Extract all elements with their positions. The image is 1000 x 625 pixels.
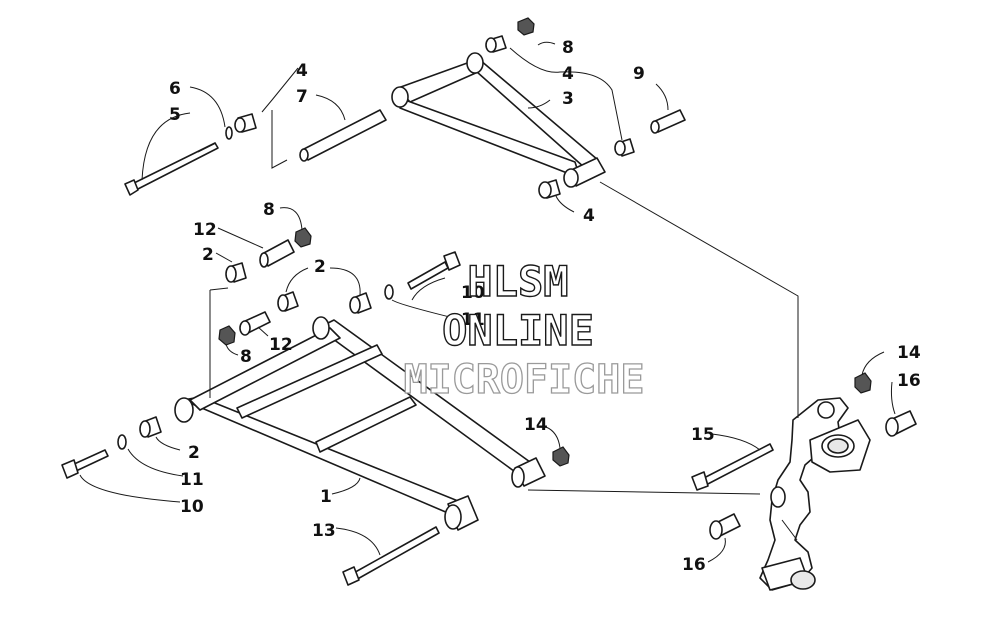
watermark: HLSM ONLINE MICROFICHE [403, 256, 645, 403]
callout-15: 15 [691, 425, 715, 445]
callout-11-lower: 11 [180, 470, 204, 490]
steering-knuckle [759, 397, 871, 591]
lower-hardware [61, 227, 570, 586]
callout-12-upper: 12 [193, 220, 217, 240]
callout-7: 7 [296, 87, 308, 107]
watermark-online: ONLINE [442, 306, 594, 355]
callout-5: 5 [169, 105, 181, 125]
callout-3: 3 [562, 89, 574, 109]
callout-8-lower: 8 [240, 347, 252, 367]
callout-4-lower-right: 4 [583, 206, 595, 226]
callout-2-mid: 2 [314, 257, 326, 277]
assembly-lines [527, 181, 799, 495]
callout-16-lower: 16 [682, 555, 706, 575]
upper-bushings [124, 17, 686, 199]
callout-leaders [79, 41, 896, 563]
callout-13: 13 [312, 521, 336, 541]
callout-labels: 8 4 9 3 4 4 7 6 5 8 12 2 2 10 11 12 8 2 … [169, 38, 921, 575]
callout-4-upper-left: 4 [296, 61, 308, 81]
callout-2-lower: 2 [188, 443, 200, 463]
callout-2-upper: 2 [202, 245, 214, 265]
callout-10-lower: 10 [180, 497, 204, 517]
callout-10-upper: 10 [461, 283, 485, 303]
callout-16-upper: 16 [897, 371, 921, 391]
callout-14-lower: 14 [524, 415, 548, 435]
callout-9: 9 [633, 64, 645, 84]
watermark-hlsm: HLSM [467, 257, 568, 306]
lower-a-arm [174, 316, 546, 531]
knuckle-hardware [691, 372, 917, 540]
callout-8-upper: 8 [562, 38, 574, 58]
watermark-microfiche: MICROFICHE [404, 357, 645, 403]
callout-1: 1 [320, 487, 332, 507]
callout-12-lower: 12 [269, 335, 293, 355]
callout-8-mid: 8 [263, 200, 275, 220]
callout-6: 6 [169, 79, 181, 99]
callout-4-upper-right: 4 [562, 64, 574, 84]
callout-14-upper: 14 [897, 343, 921, 363]
upper-a-arm [391, 52, 606, 188]
callout-11-upper: 11 [461, 310, 485, 330]
